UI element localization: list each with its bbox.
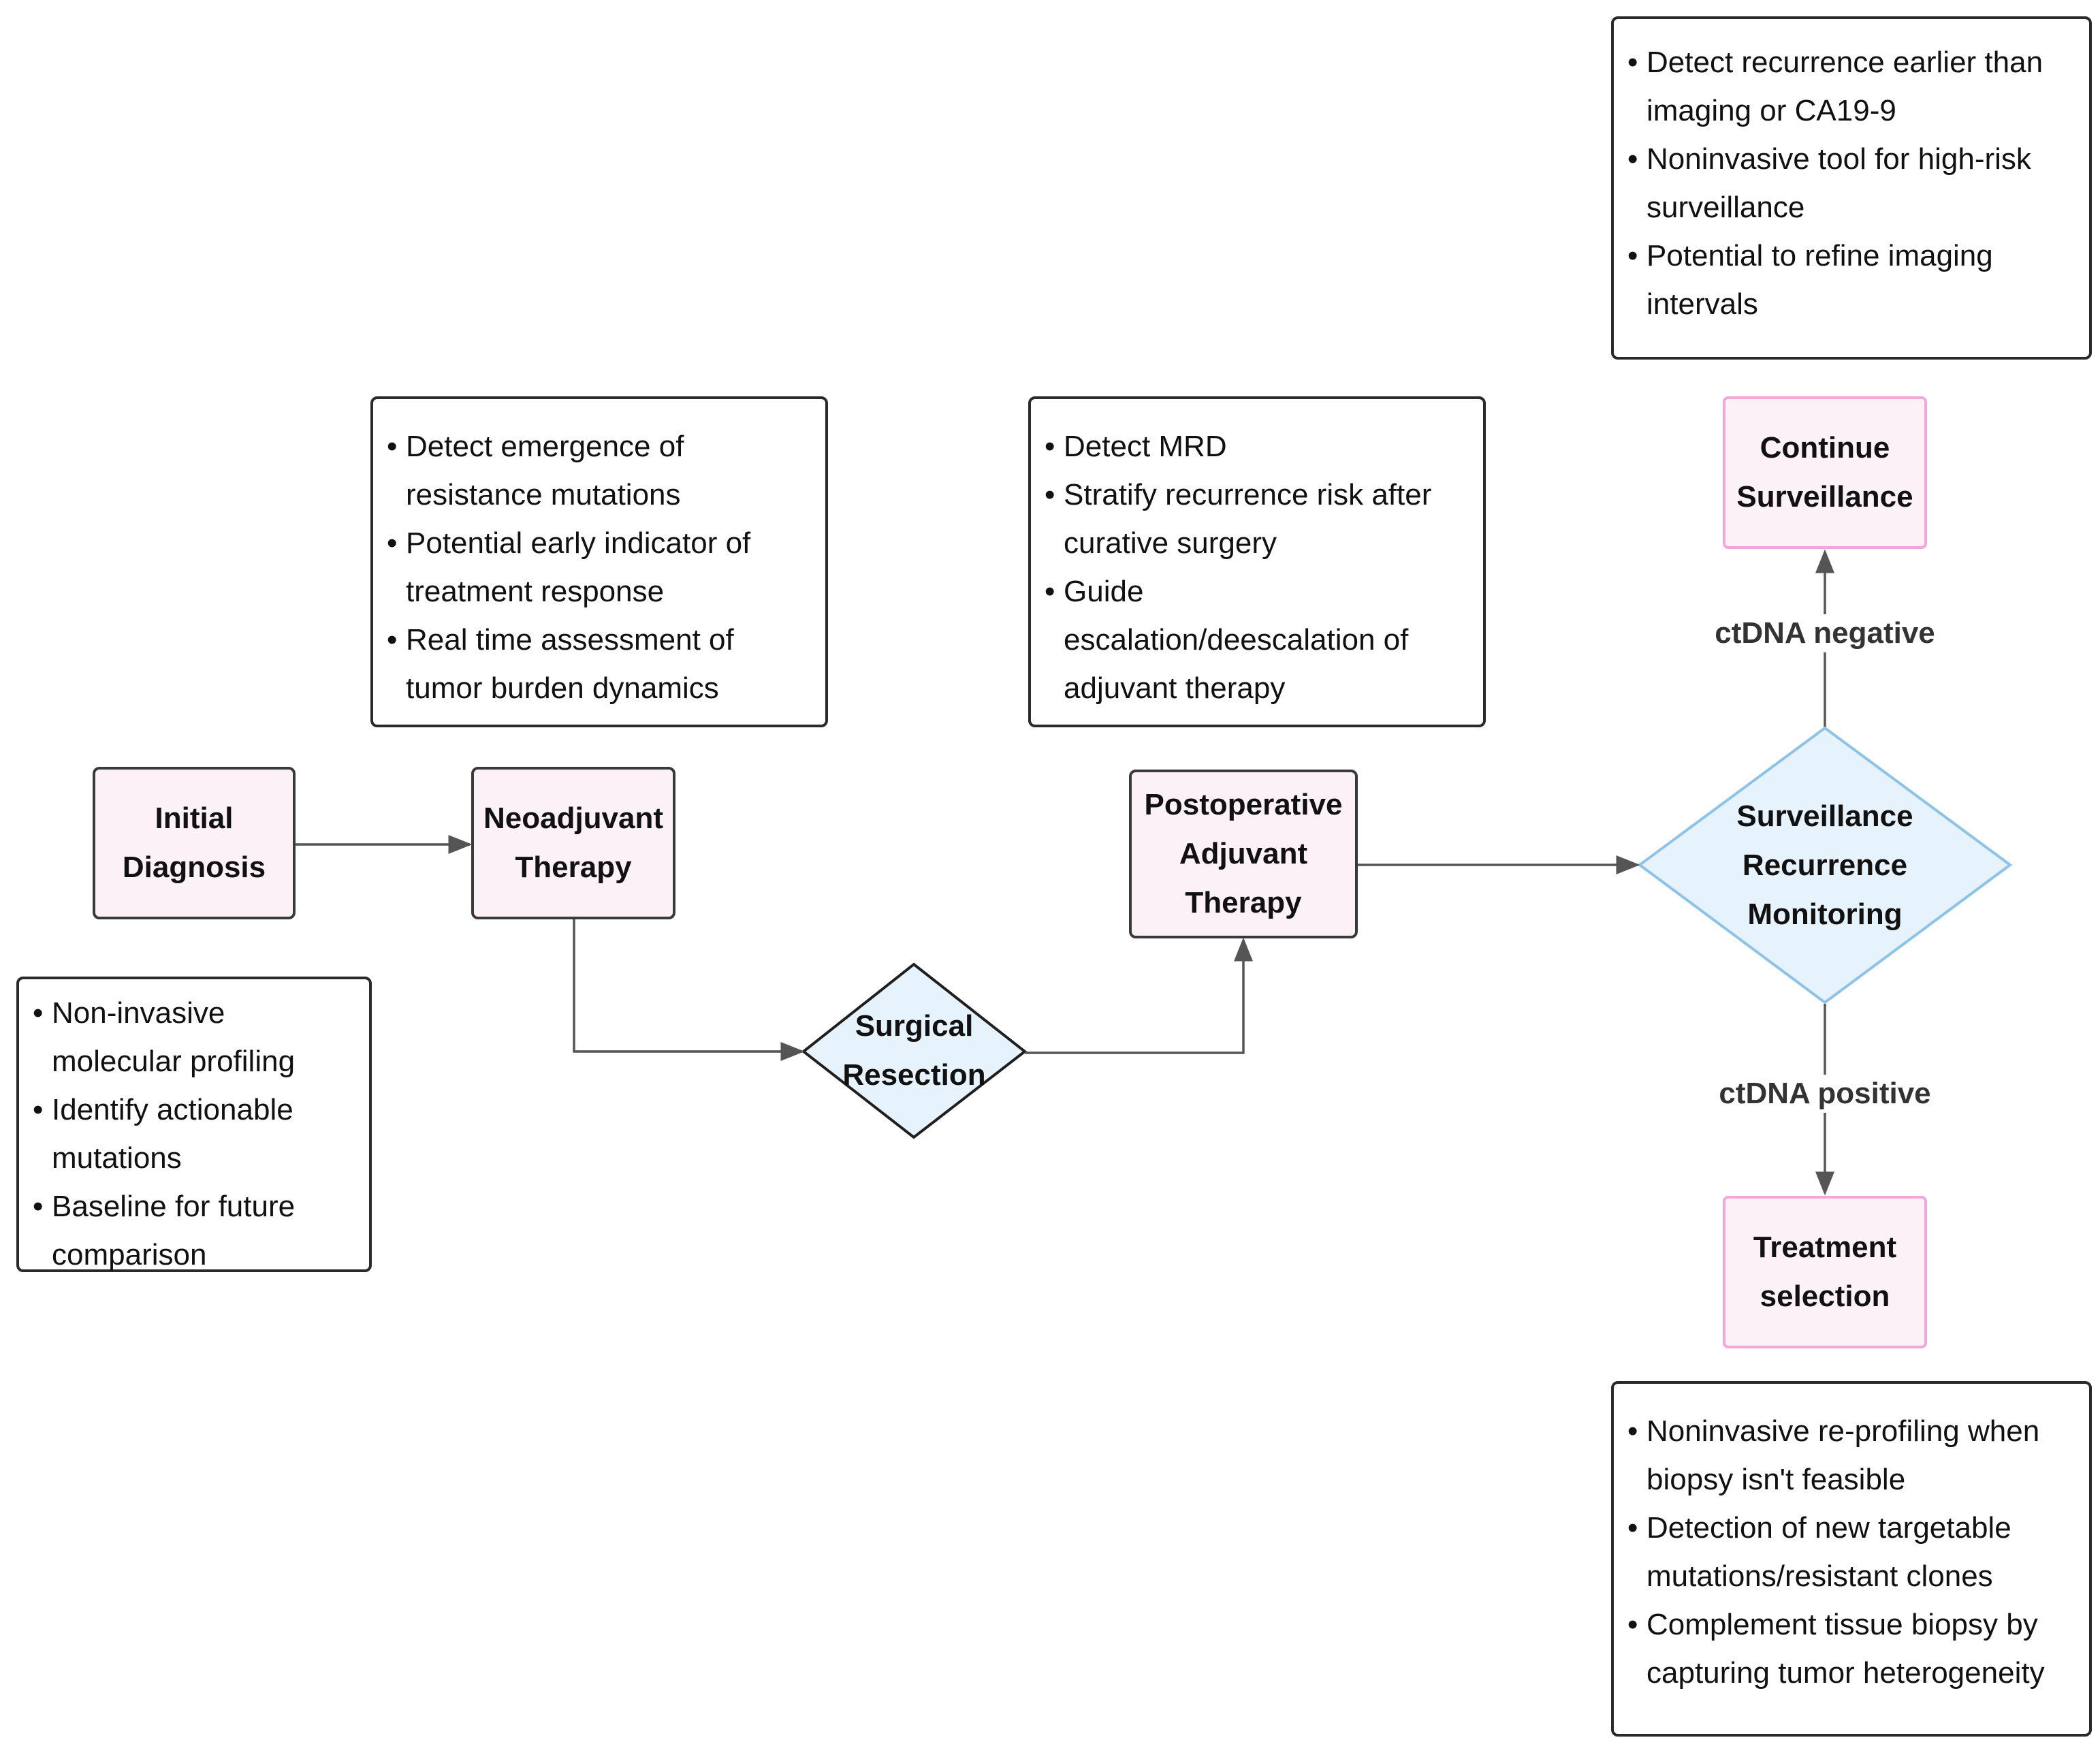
- note-item: Identify actionable mutations: [29, 1086, 362, 1182]
- label-line: Therapy: [1185, 886, 1302, 919]
- note-line: treatment response: [406, 575, 665, 608]
- label-line: Initial: [155, 802, 234, 835]
- note-line: Potential to refine imaging: [1646, 239, 1993, 272]
- label-line: Postoperative: [1144, 788, 1343, 821]
- note-line: capturing tumor heterogeneity: [1646, 1656, 2045, 1690]
- note-line: tumor burden dynamics: [406, 671, 719, 705]
- label-line: Adjuvant: [1179, 837, 1308, 870]
- label-line: Surveillance: [1736, 799, 1913, 833]
- label-line: selection: [1760, 1280, 1890, 1313]
- note-line: adjuvant therapy: [1064, 671, 1286, 705]
- note-line: resistance mutations: [406, 478, 681, 511]
- label-line: Continue: [1760, 431, 1890, 464]
- note-line: molecular profiling: [52, 1045, 296, 1078]
- note-item: Noninvasive tool for high-risk surveillan…: [1623, 135, 2082, 232]
- note-line: Non-invasive: [52, 996, 225, 1030]
- label-line: Surveillance: [1736, 480, 1913, 513]
- note-line: Detection of new targetable: [1646, 1511, 2011, 1545]
- label-line: Diagnosis: [122, 851, 266, 884]
- note-line: imaging or CA19-9: [1646, 94, 1896, 127]
- diagnosis-notes-box: Non-invasive molecular profilingIdentify …: [16, 977, 372, 1272]
- note-item: Detection of new targetable mutations/res…: [1623, 1504, 2082, 1600]
- note-line: Potential early indicator of: [406, 526, 751, 560]
- neoadjuvant-notes-list: Detect emergence of resistance mutationsP…: [383, 422, 818, 712]
- label-line: Surgical: [855, 1009, 974, 1043]
- surveillance-notes-box: Detect recurrence earlier than imaging or…: [1611, 16, 2092, 360]
- label-line: Recurrence: [1742, 848, 1908, 882]
- note-item: Noninvasive re-profiling when biopsy isn'…: [1623, 1407, 2082, 1504]
- label-line: Neoadjuvant: [483, 802, 664, 835]
- label-line: Therapy: [515, 851, 632, 884]
- note-line: surveillance: [1646, 191, 1805, 224]
- note-line: mutations/resistant clones: [1646, 1560, 1993, 1593]
- note-item: Detect recurrence earlier than imaging or…: [1623, 38, 2082, 135]
- note-item: Non-invasive molecular profiling: [29, 989, 362, 1086]
- note-line: biopsy isn't feasible: [1646, 1463, 1906, 1496]
- note-item: Complement tissue biopsy by capturing tum…: [1623, 1600, 2082, 1697]
- treatment-notes-list: Noninvasive re-profiling when biopsy isn'…: [1623, 1407, 2082, 1697]
- note-item: Potential early indicator of treatment re…: [383, 519, 818, 616]
- surveillance-notes-list: Detect recurrence earlier than imaging or…: [1623, 38, 2082, 328]
- note-line: Real time assessment of: [406, 623, 734, 656]
- label-line: Monitoring: [1747, 897, 1903, 931]
- note-line: intervals: [1646, 287, 1758, 321]
- note-item: Guide escalation/deescalation of adjuvant …: [1040, 567, 1476, 712]
- postoperative-notes-list: Detect MRD Stratify recurrence risk after…: [1040, 422, 1476, 712]
- note-line: Stratify recurrence risk after: [1064, 478, 1432, 511]
- note-line: Complement tissue biopsy by: [1646, 1608, 2038, 1641]
- note-line: Guide: [1064, 575, 1144, 608]
- note-line: Baseline for future: [52, 1190, 296, 1223]
- ctdna-negative-label: ctDNA negative: [1711, 614, 1939, 652]
- note-item: Potential to refine imaging intervals: [1623, 232, 2082, 328]
- note-item: Detect MRD: [1040, 422, 1476, 471]
- neoadjuvant-notes-box: Detect emergence of resistance mutationsP…: [370, 396, 828, 727]
- label-line: Treatment: [1753, 1231, 1897, 1264]
- diagnosis-notes-list: Non-invasive molecular profilingIdentify …: [29, 989, 362, 1279]
- note-item: Real time assessment of tumor burden dyna…: [383, 616, 818, 712]
- note-line: Noninvasive tool for high-risk: [1646, 142, 2031, 176]
- note-item: Detect emergence of resistance mutations: [383, 422, 818, 519]
- note-line: Detect emergence of: [406, 430, 684, 463]
- note-line: mutations: [52, 1141, 182, 1175]
- note-line: curative surgery: [1064, 526, 1277, 560]
- surveillance-monitoring-diamond: [1637, 726, 2013, 1004]
- arrow-surgery-to-postoperative: [1025, 937, 1253, 1054]
- surgical-resection-diamond: [801, 962, 1028, 1139]
- note-line: Noninvasive re-profiling when: [1646, 1414, 2040, 1448]
- note-line: comparison: [52, 1238, 207, 1271]
- treatment-selection-node: Treatment selection: [1723, 1196, 1927, 1348]
- label-line: Resection: [842, 1058, 986, 1092]
- treatment-notes-box: Noninvasive re-profiling when biopsy isn'…: [1611, 1381, 2092, 1737]
- note-item: Stratify recurrence risk after curative s…: [1040, 471, 1476, 567]
- ctdna-positive-label: ctDNA positive: [1715, 1075, 1935, 1113]
- note-line: Detect recurrence earlier than: [1646, 46, 2043, 79]
- note-line: escalation/deescalation of: [1064, 623, 1409, 656]
- arrow-neoadjuvant-to-surgery: [573, 919, 805, 1061]
- note-item: Baseline for future comparison: [29, 1182, 362, 1279]
- note-line: Detect MRD: [1064, 430, 1227, 463]
- note-line: Identify actionable: [52, 1093, 293, 1126]
- postoperative-notes-box: Detect MRD Stratify recurrence risk after…: [1028, 396, 1486, 727]
